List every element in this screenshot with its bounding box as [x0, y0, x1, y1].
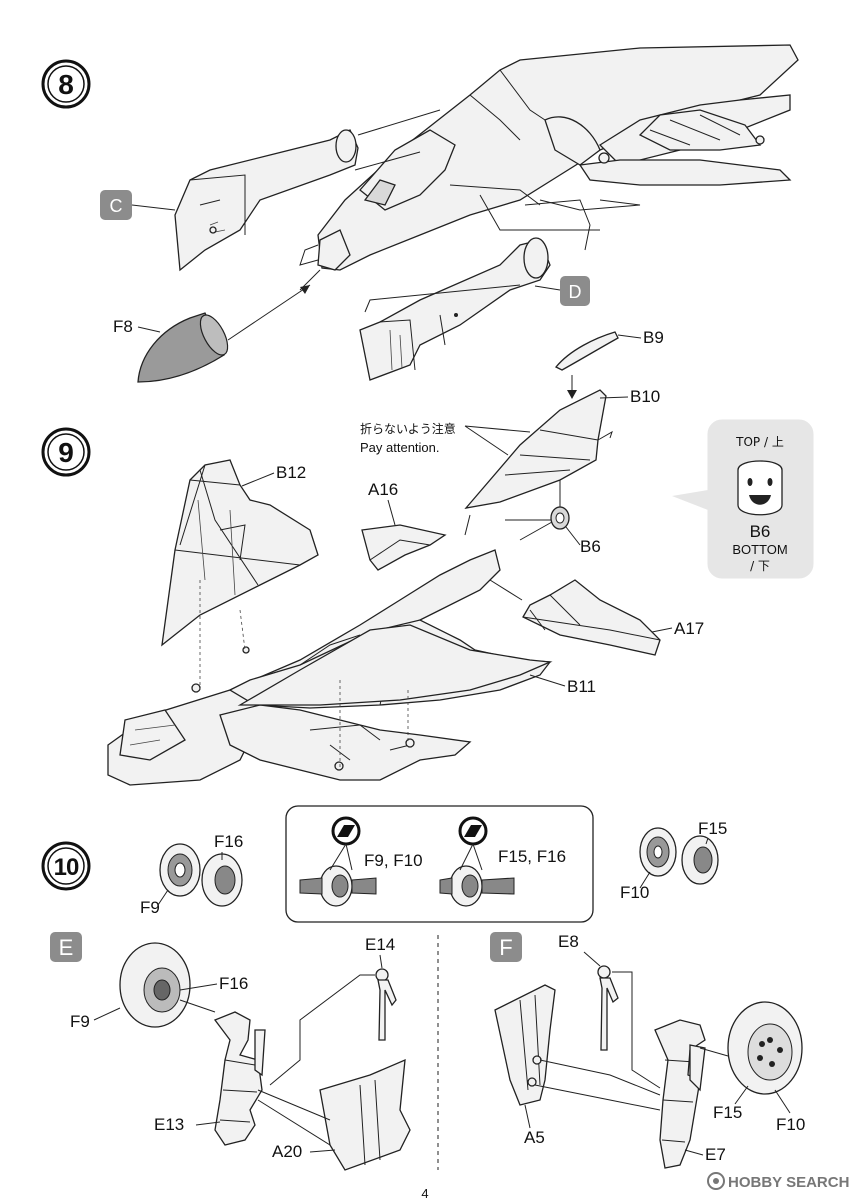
label-e8: E8: [558, 932, 579, 951]
part-b11-drawing: B11: [237, 624, 596, 706]
label-f16-left: F16: [214, 832, 243, 851]
watermark-text: HOBBY SEARCH: [728, 1174, 849, 1191]
label-d: D: [569, 282, 582, 302]
step-9-badge: 9: [41, 427, 91, 477]
label-c: C: [110, 196, 123, 216]
label-e13: E13: [154, 1115, 184, 1134]
label-a17: A17: [674, 619, 704, 638]
label-e: E: [59, 935, 74, 960]
hobby-search-watermark: HOBBY SEARCH: [707, 1172, 849, 1191]
label-b10: B10: [630, 387, 660, 406]
part-a20-drawing: A20: [272, 1058, 411, 1171]
label-a5: A5: [524, 1128, 545, 1147]
part-e8-drawing: E8: [558, 932, 619, 1051]
wheel-pair-right-drawing: F15 F10: [620, 819, 727, 902]
main-wheel-e-drawing: F16 F9: [70, 942, 248, 1031]
part-a17-drawing: A17: [522, 579, 704, 656]
step-9-number: 9: [58, 437, 74, 468]
callout-part: B6: [750, 522, 771, 541]
part-d-drawing: [359, 237, 551, 381]
part-b6-drawing: B6: [550, 506, 601, 556]
part-f8-drawing: F8: [113, 312, 229, 383]
fuselage-nose-drawing: [299, 44, 799, 271]
callout-top: TOP / 上: [735, 435, 784, 449]
label-box-f: F: [490, 932, 522, 962]
label-a20: A20: [272, 1142, 302, 1161]
label-a16: A16: [368, 480, 398, 499]
part-a5-drawing: A5: [494, 984, 556, 1147]
label-b12: B12: [276, 463, 306, 482]
label-f: F: [499, 935, 512, 960]
page-number: 4: [421, 1186, 428, 1200]
wheel-pair-left-drawing: F16 F9: [140, 832, 243, 917]
main-wheel-f-drawing: F15 F10: [713, 1001, 805, 1134]
tire-orientation-box: F9, F10 F15, F16: [285, 805, 594, 923]
guide-line-c: [357, 109, 441, 136]
caution-jp: 折らないよう注意: [360, 421, 456, 436]
label-f9-e: F9: [70, 1012, 90, 1031]
label-e14: E14: [365, 935, 395, 954]
label-f9-left: F9: [140, 898, 160, 917]
label-box-e: E: [50, 932, 82, 962]
label-b9: B9: [643, 328, 664, 347]
part-e14-drawing: E14: [365, 935, 397, 1041]
part-e13-drawing: E13: [154, 1011, 266, 1146]
caution-en: Pay attention.: [360, 440, 440, 455]
label-pair-right: F15, F16: [498, 847, 566, 866]
label-f15-f: F15: [713, 1103, 742, 1122]
label-b11: B11: [567, 677, 596, 696]
arrow-f8: [227, 284, 311, 341]
label-e7: E7: [705, 1145, 726, 1164]
callout-bottom-jp: / 下: [750, 559, 770, 573]
part-c-drawing: [174, 129, 359, 272]
label-b6: B6: [580, 537, 601, 556]
b6-front-icon: [737, 460, 783, 516]
label-f10-f: F10: [776, 1115, 805, 1134]
part-b9-drawing: B9: [554, 328, 664, 371]
label-f16-e: F16: [219, 974, 248, 993]
step-8-number: 8: [58, 69, 74, 100]
part-b10-drawing: B10: [464, 387, 660, 509]
part-e7-drawing: E7: [654, 1019, 726, 1169]
part-b12-drawing: B12: [161, 459, 319, 647]
label-f10-right: F10: [620, 883, 649, 902]
callout-bottom: BOTTOM: [732, 542, 787, 557]
step-8-badge: 8: [41, 59, 91, 109]
caution-note: 折らないよう注意 Pay attention.: [360, 421, 531, 456]
label-f15-right: F15: [698, 819, 727, 838]
label-f8: F8: [113, 317, 133, 336]
part-a16-drawing: A16: [361, 480, 447, 571]
label-box-d: D: [534, 276, 590, 306]
label-box-c: C: [100, 190, 176, 220]
step-10-number: 10: [54, 854, 79, 881]
step-10-badge: 10: [41, 841, 91, 891]
b6-orientation-callout: TOP / 上 B6 BOTTOM / 下: [672, 419, 814, 579]
label-pair-left: F9, F10: [364, 851, 423, 870]
